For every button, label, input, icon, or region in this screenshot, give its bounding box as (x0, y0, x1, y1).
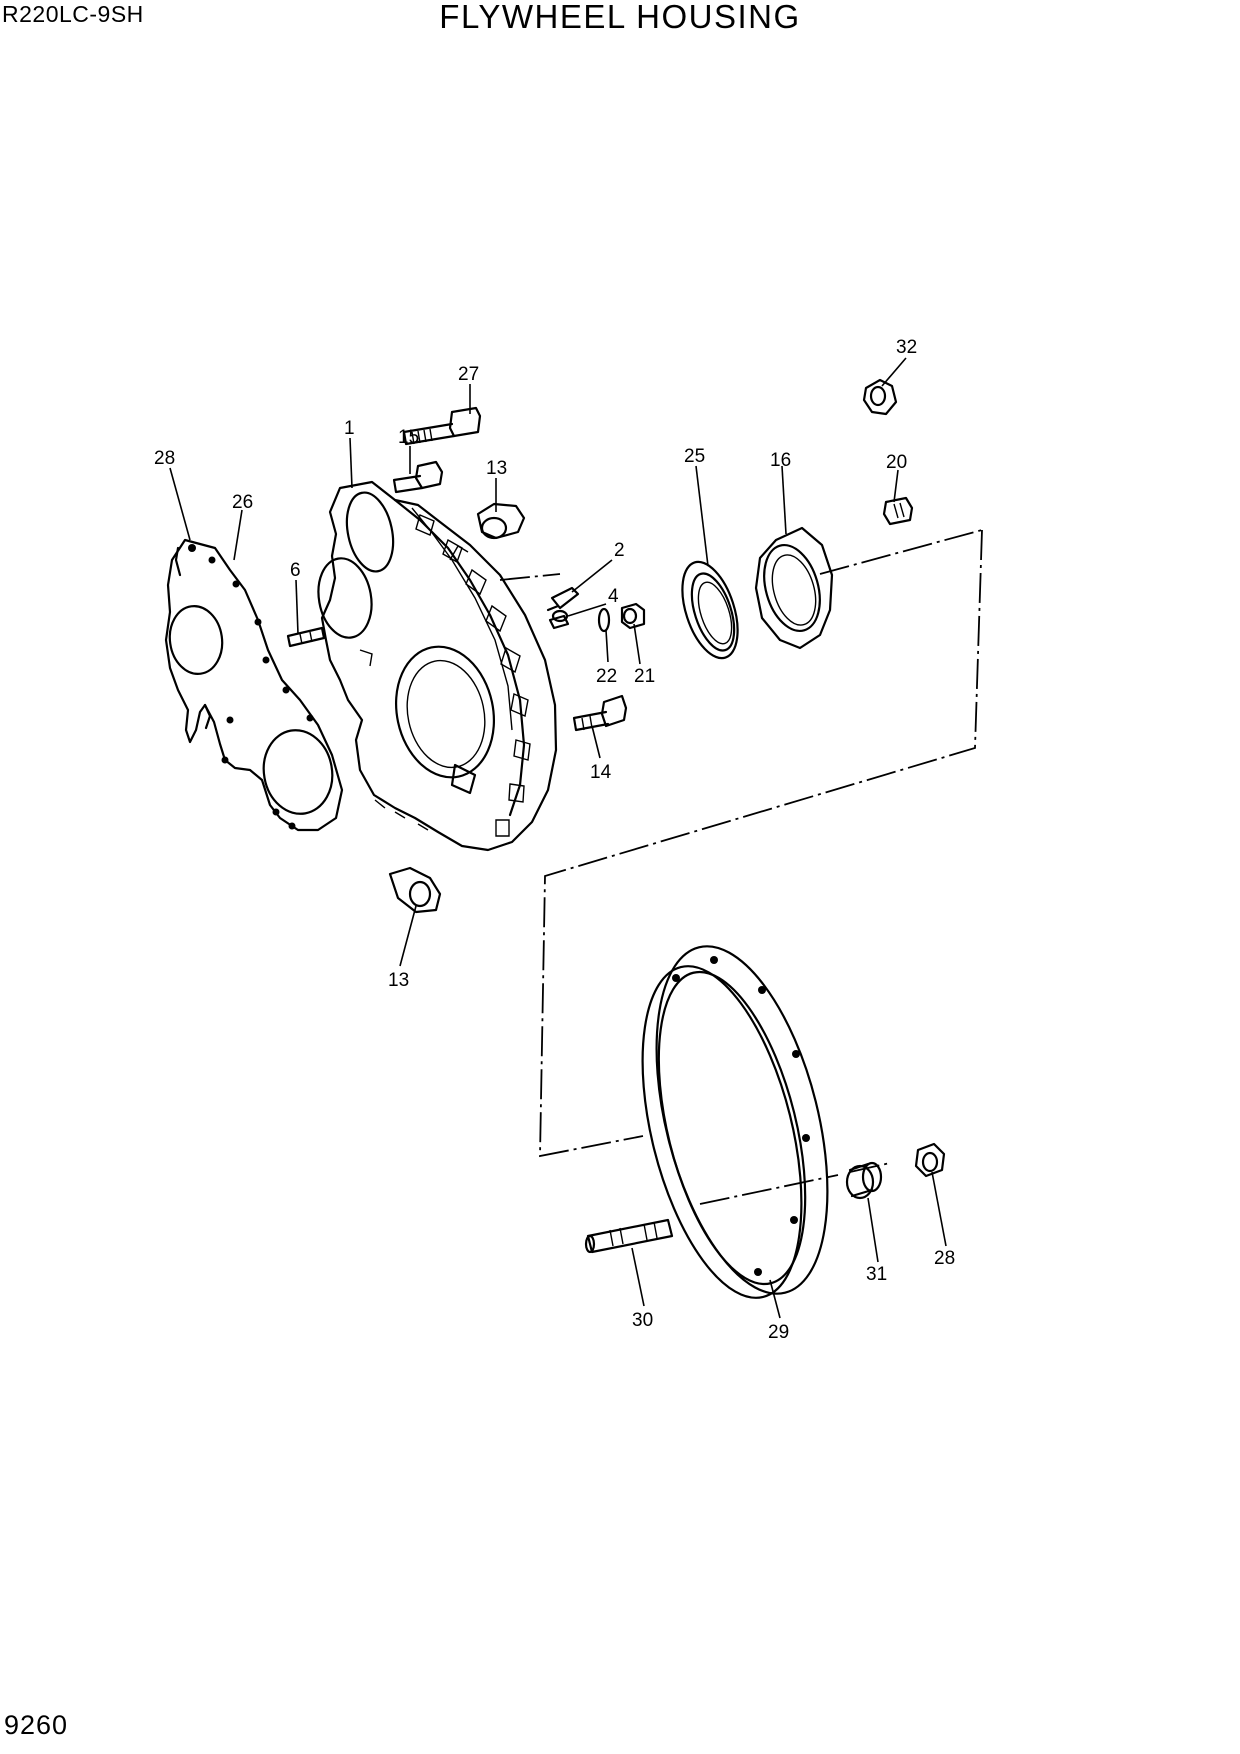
seal-part-25 (681, 560, 739, 660)
callout-26: 26 (232, 492, 253, 513)
washer-part-22 (597, 607, 611, 633)
clip-part-4 (548, 609, 570, 630)
callout-27: 27 (458, 364, 479, 385)
callout-14: 14 (590, 762, 612, 783)
spacer-part-31 (845, 1161, 883, 1200)
callout-28: 28 (154, 448, 175, 469)
callout-32: 32 (896, 337, 917, 358)
callout-13: 13 (486, 458, 507, 479)
callout-22: 22 (596, 666, 617, 687)
callout-4: 4 (608, 586, 619, 607)
callout-30: 30 (632, 1310, 653, 1331)
callout-31: 31 (866, 1264, 887, 1285)
washer-part-32 (862, 378, 898, 416)
callout-1: 1 (344, 418, 355, 439)
callout-29: 29 (768, 1322, 789, 1343)
plug-part-21 (620, 602, 646, 630)
nut-part-28 (914, 1142, 946, 1178)
gasket-part-26 (174, 546, 212, 730)
plug-part-13-upper (476, 502, 526, 540)
callout-28-lower: 28 (934, 1248, 955, 1269)
stud-part-6 (286, 626, 326, 648)
bolt-part-14 (572, 694, 628, 732)
page-number: 9260 (4, 1710, 69, 1740)
model-code: R220LC-9SH (2, 1, 144, 27)
bolt-part-15 (392, 460, 444, 494)
callout-25: 25 (684, 446, 705, 467)
plug-part-13-lower (388, 866, 442, 914)
callout-15: 15 (398, 427, 419, 448)
callout-6: 6 (290, 560, 301, 581)
callout-13-lower: 13 (388, 970, 409, 991)
clip-part-2 (546, 586, 580, 612)
ring-part-29 (641, 945, 829, 1299)
callout-labels: 32 27 1 15 13 28 26 25 16 20 2 4 6 22 21… (154, 337, 955, 1343)
bolt-part-27 (402, 406, 482, 446)
callout-20: 20 (886, 452, 907, 473)
seal-housing-part-16 (754, 526, 834, 650)
callout-2: 2 (614, 540, 625, 561)
stud-part-30 (584, 1218, 674, 1254)
bolt-part-20 (882, 496, 914, 526)
callout-16: 16 (770, 450, 791, 471)
assembly-centerlines (499, 529, 983, 1205)
gasket-part-28 (164, 538, 344, 832)
callout-21: 21 (634, 666, 655, 687)
leader-lines (169, 357, 947, 1319)
page-title: FLYWHEEL HOUSING (439, 0, 801, 35)
flywheel-housing-part-1 (317, 480, 558, 852)
